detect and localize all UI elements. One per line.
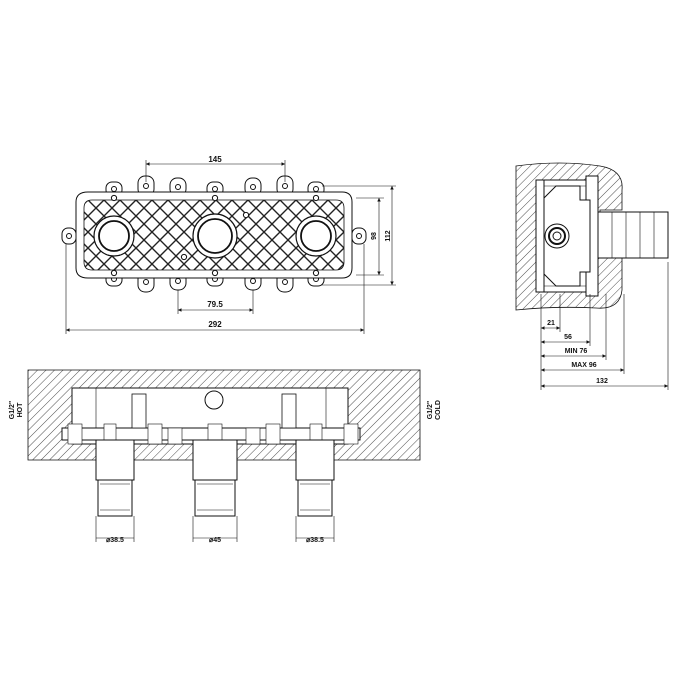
dia-label-left: ⌀38.5 [106,537,124,544]
dim-label-21: 21 [547,320,555,327]
dim-label-145: 145 [208,155,222,164]
center-hole [204,390,224,410]
dim-label-98: 98 [371,232,378,240]
outlet-pipe-side [597,211,669,259]
dimension-145: 145 [145,155,286,182]
section-view: ⌀38.5 ⌀45 ⌀38.5 G1/2" HOT G1/2" COLD [9,369,442,544]
side-dimensions: 21 56 MIN 76 MAX 96 132 [540,262,669,390]
cold-label: COLD [435,400,442,420]
dim-label-max-96: MAX 96 [571,362,596,369]
hot-label: HOT [17,402,24,418]
dimension-height: 98 112 [322,185,396,286]
dim-label-292: 292 [208,320,222,329]
dia-label-center: ⌀45 [209,537,221,544]
diameter-dimensions: ⌀38.5 ⌀45 ⌀38.5 [95,516,335,544]
dim-label-56: 56 [564,334,572,341]
plate-screws [110,194,320,277]
cold-label-group: G1/2" COLD [427,400,442,420]
hot-size-label: G1/2" [9,401,16,420]
hot-label-group: G1/2" HOT [9,401,24,420]
dim-label-132: 132 [596,378,608,385]
dim-label-112: 112 [385,230,392,241]
pipes [95,439,335,517]
dimension-292: 292 [65,244,365,334]
cold-size-label: G1/2" [427,401,434,420]
dim-label-min-76: MIN 76 [565,348,588,355]
side-view: 21 56 MIN 76 MAX 96 132 [515,162,669,390]
valve-ports [93,213,337,259]
dimension-79-5: 79.5 [177,290,254,314]
dim-label-79-5: 79.5 [207,300,223,309]
dia-label-right: ⌀38.5 [306,537,324,544]
front-view: 145 98 112 79.5 292 [61,155,396,334]
